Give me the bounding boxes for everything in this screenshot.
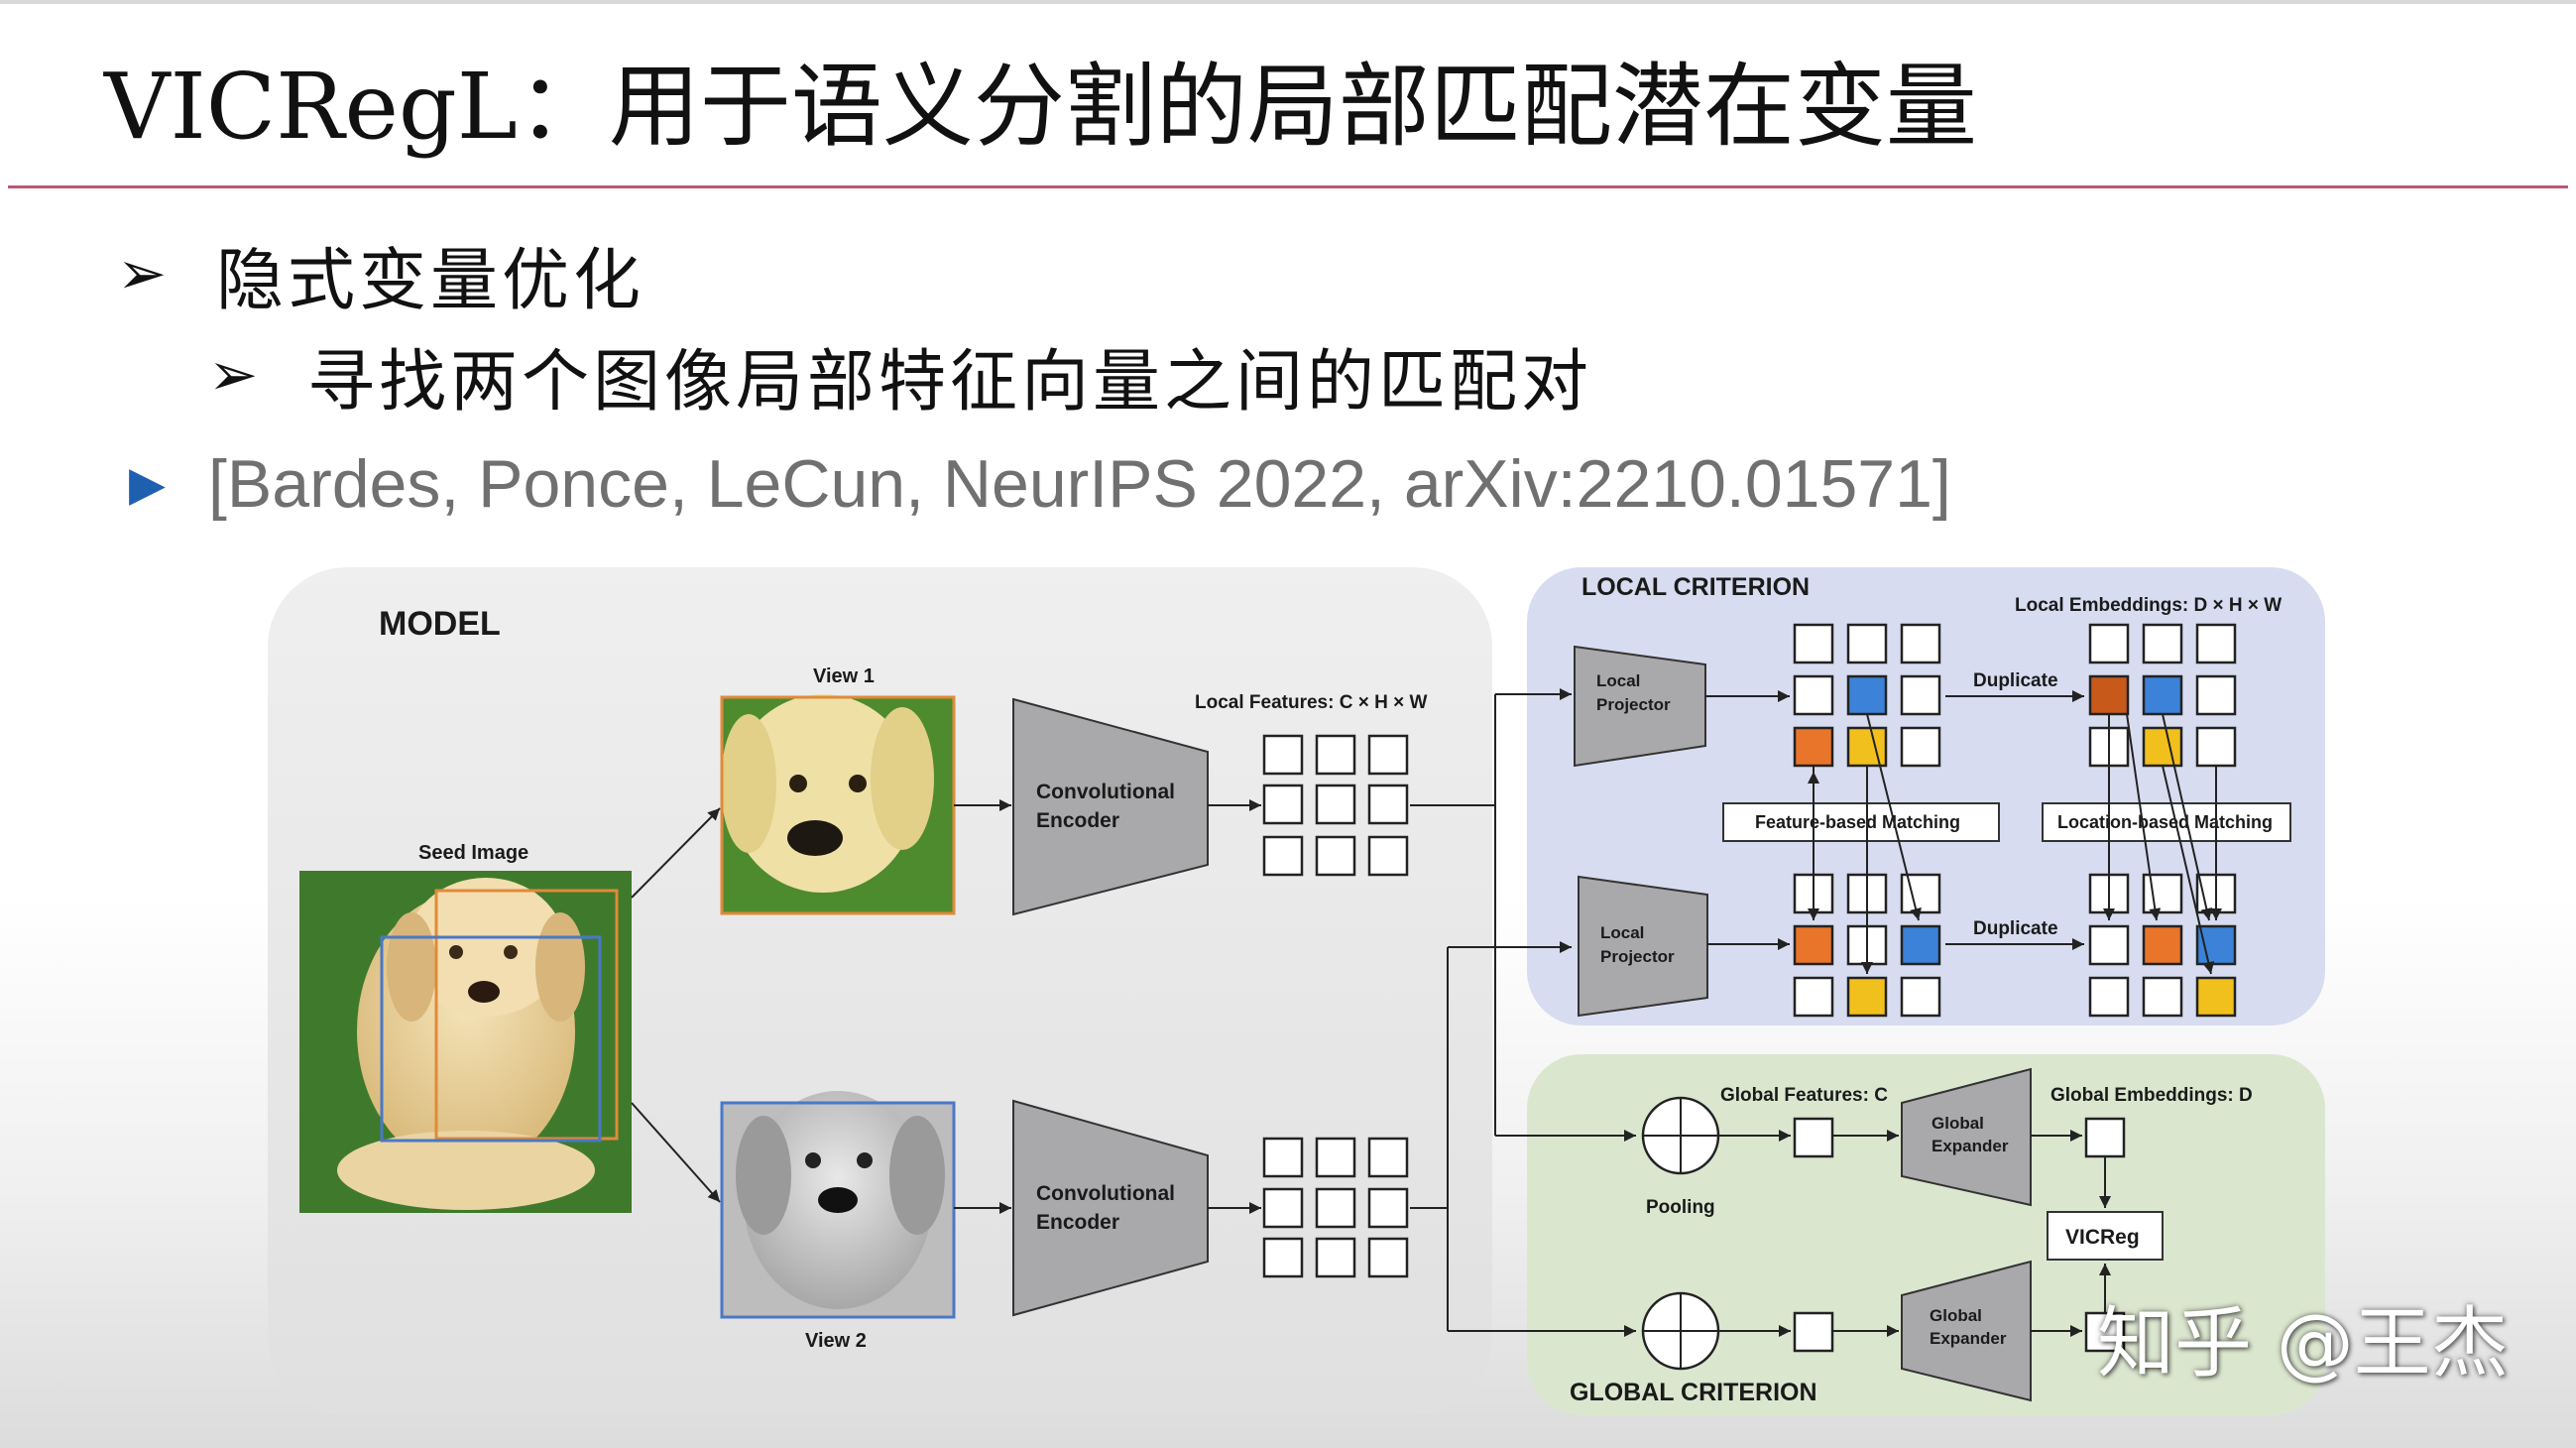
local-projector-top-label-2: Projector — [1596, 695, 1671, 714]
feature-grid-top — [1262, 734, 1409, 877]
global-features-label: Global Features: C — [1720, 1085, 1888, 1106]
local-grid-bottom-left — [1793, 873, 1941, 1018]
vicreg-box — [2047, 1211, 2164, 1261]
global-expander-bottom — [1901, 1260, 2032, 1402]
model-label: MODEL — [379, 605, 501, 643]
global-embeddings-label: Global Embeddings: D — [2050, 1085, 2253, 1106]
bullet-2-text: 寻找两个图像局部特征向量之间的匹配对 — [307, 342, 1593, 422]
feature-matching-box — [1722, 802, 2000, 842]
global-feature-bottom — [1793, 1311, 1834, 1353]
bullet-1-text: 隐式变量优化 — [216, 241, 645, 320]
global-criterion-label: GLOBAL CRITERION — [1570, 1379, 1817, 1406]
view1-image — [720, 694, 956, 915]
duplicate-top-label: Duplicate — [1973, 670, 2058, 691]
local-grid-top-left — [1793, 623, 1941, 768]
view1-label: View 1 — [813, 665, 875, 687]
location-matching-label: Location-based Matching — [2057, 812, 2273, 832]
bullet-1: ➢ 隐式变量优化 — [117, 226, 644, 321]
top-border — [0, 0, 2576, 4]
encoder-bottom-label-1: Convolutional — [1036, 1182, 1175, 1205]
bullet-arrow-icon: ➢ — [208, 340, 259, 410]
seed-image-label: Seed Image — [418, 842, 528, 864]
reference-text: [Bardes, Ponce, LeCun, NeurIPS 2022, arX… — [208, 446, 1951, 522]
global-expander-top — [1901, 1067, 2032, 1207]
local-projector-bottom-label-1: Local — [1600, 923, 1644, 942]
bullet-arrow-icon: ➢ — [117, 239, 168, 308]
feature-grid-bottom — [1262, 1137, 1409, 1278]
encoder-bottom-label-2: Encoder — [1036, 1211, 1119, 1234]
feature-matching-label: Feature-based Matching — [1755, 812, 1960, 832]
local-projector-bottom — [1578, 875, 1708, 1018]
slide-title: VICRegL：用于语义分割的局部匹配潜在变量 — [104, 54, 1977, 160]
title-divider — [8, 185, 2568, 188]
encoder-bottom — [1012, 1099, 1209, 1317]
global-feature-top — [1793, 1117, 1834, 1158]
global-expander-top-label-2: Expander — [1932, 1137, 2009, 1155]
local-grid-bottom-right — [2088, 873, 2237, 1018]
local-embeddings-label: Local Embeddings: D × H × W — [2015, 595, 2282, 616]
local-projector-bottom-label-2: Projector — [1600, 947, 1675, 966]
local-criterion-label: LOCAL CRITERION — [1581, 573, 1810, 601]
vicreg-label: VICReg — [2065, 1226, 2140, 1249]
global-criterion-panel — [1527, 1054, 2325, 1415]
view2-label: View 2 — [805, 1330, 867, 1352]
local-grid-top-right — [2088, 623, 2237, 768]
bullet-2: ➢ 寻找两个图像局部特征向量之间的匹配对 — [208, 327, 1592, 422]
encoder-top-label-2: Encoder — [1036, 809, 1119, 832]
location-matching-box — [2042, 802, 2291, 842]
seed-image — [299, 871, 632, 1213]
triangle-bullet-icon: ▶ — [129, 456, 166, 512]
view2-image — [720, 1091, 956, 1319]
local-projector-top-label-1: Local — [1596, 671, 1640, 690]
duplicate-bottom-label: Duplicate — [1973, 918, 2058, 939]
reference-bullet: ▶ [Bardes, Ponce, LeCun, NeurIPS 2022, a… — [129, 436, 1951, 532]
pooling-label: Pooling — [1646, 1197, 1715, 1218]
watermark: 知乎 @王杰 — [2097, 1299, 2509, 1388]
encoder-top-label-1: Convolutional — [1036, 781, 1175, 803]
global-embedding-top — [2084, 1117, 2126, 1158]
global-expander-bottom-label-2: Expander — [1930, 1329, 2007, 1348]
global-expander-top-label-1: Global — [1932, 1114, 1984, 1133]
global-expander-bottom-label-1: Global — [1930, 1306, 1982, 1325]
local-projector-top — [1574, 645, 1706, 768]
encoder-top — [1012, 697, 1209, 916]
local-features-label: Local Features: C × H × W — [1195, 692, 1427, 713]
